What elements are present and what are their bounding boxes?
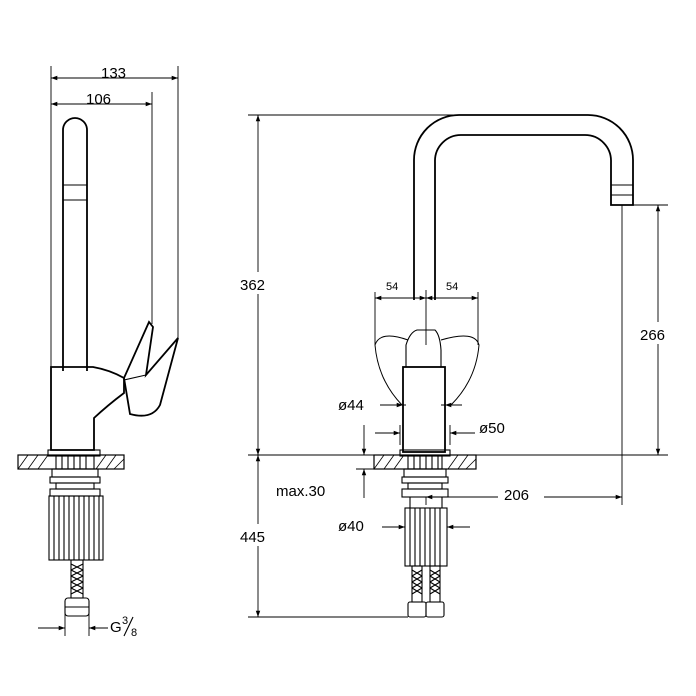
- side-lever: [123, 320, 179, 417]
- front-shank: [404, 507, 448, 567]
- dim-body-diameter: ø44: [338, 397, 364, 414]
- lever-swing-right: [440, 335, 480, 406]
- dim-spout-reach: 206: [504, 487, 529, 504]
- side-hose: [70, 559, 84, 599]
- dim-lever-left: 54: [386, 281, 398, 293]
- lever-swing-left: [374, 335, 409, 406]
- dim-total-height: 362: [240, 277, 265, 294]
- side-deck: [17, 454, 125, 470]
- side-shank: [48, 495, 104, 561]
- side-deck-hatch: [17, 454, 125, 470]
- dim-below-deck: 445: [240, 529, 265, 546]
- front-spout: [413, 114, 634, 300]
- thread-label-g: G: [110, 619, 122, 636]
- side-body: [50, 366, 125, 451]
- dim-lever-right: 54: [446, 281, 458, 293]
- thread-label-num: 3: [122, 615, 128, 627]
- side-spout: [62, 117, 88, 371]
- dim-shank-diameter: ø40: [338, 518, 364, 535]
- front-view: 362 445 266 206 54 54 ø44 ø50: [240, 114, 676, 618]
- front-body: [402, 366, 446, 453]
- front-fitting-left: [407, 601, 427, 618]
- front-hoses: [411, 565, 441, 603]
- dim-lever-depth: 106: [86, 91, 111, 108]
- front-deck-hatch: [373, 454, 477, 470]
- side-view: 133 106 G 3 8: [17, 65, 179, 639]
- dim-total-depth: 133: [101, 65, 126, 82]
- dim-max-deck: max.30: [276, 483, 325, 500]
- dim-base-diameter: ø50: [479, 420, 505, 437]
- front-fitting-right: [425, 601, 445, 618]
- thread-label-den: 8: [131, 627, 137, 639]
- dim-outlet-height: 266: [640, 327, 665, 344]
